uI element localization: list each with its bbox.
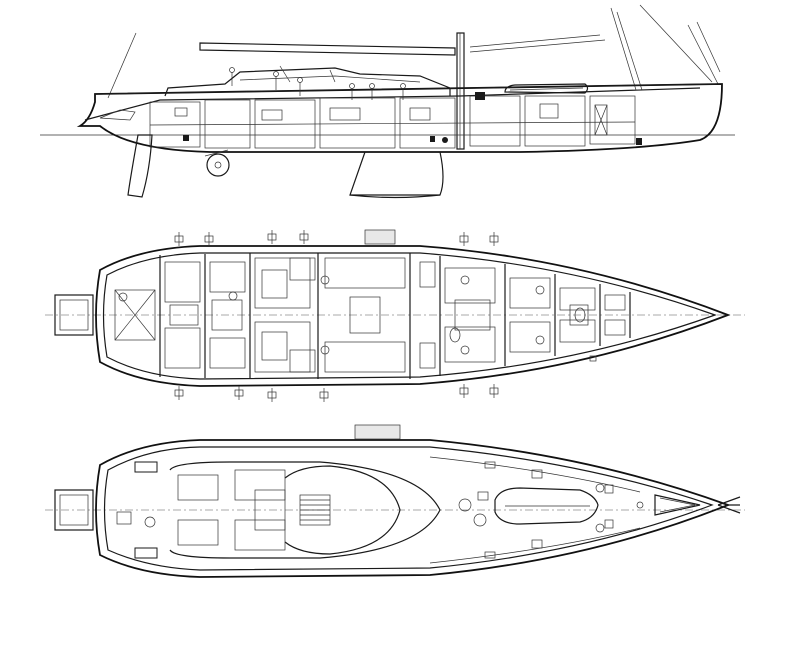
deck-plan [45, 424, 745, 578]
swim-platform-deck [54, 489, 94, 531]
swim-platform [54, 294, 94, 336]
backstay [107, 32, 137, 99]
profile-interior [149, 95, 636, 149]
hull-outline-accommodation [95, 245, 731, 387]
hull-profile [76, 83, 723, 153]
cockpit [177, 469, 331, 551]
crew-figures [229, 67, 406, 100]
deck-hardware [458, 461, 644, 559]
passerelle-deck [354, 424, 401, 440]
helm-stations [116, 461, 158, 559]
cabin-partitions [114, 257, 626, 373]
genoa-tracks [429, 456, 641, 564]
deck-tender [504, 83, 589, 94]
forestay [639, 4, 713, 83]
inner-forestay [687, 24, 719, 85]
keel [349, 151, 444, 196]
deck-fittings-accommodation [174, 230, 597, 402]
propeller [206, 153, 230, 177]
profile-fittings [183, 92, 642, 145]
bow-anchor [654, 494, 741, 516]
profile-view [40, 4, 735, 199]
boom [199, 42, 456, 56]
rudder [127, 134, 153, 198]
coachroof-top [284, 465, 401, 555]
accommodation-plan [45, 229, 745, 402]
fixtures-accommodation [118, 275, 586, 355]
passerelle-accommodation [364, 229, 396, 245]
deckhouse [164, 67, 451, 97]
foredeck-tender [494, 487, 599, 525]
keel-bulb [349, 194, 441, 199]
hull-outline-deck [95, 439, 731, 578]
mast [456, 32, 465, 150]
bulkheads-accommodation [159, 253, 631, 379]
coachroof-outline [169, 461, 441, 559]
